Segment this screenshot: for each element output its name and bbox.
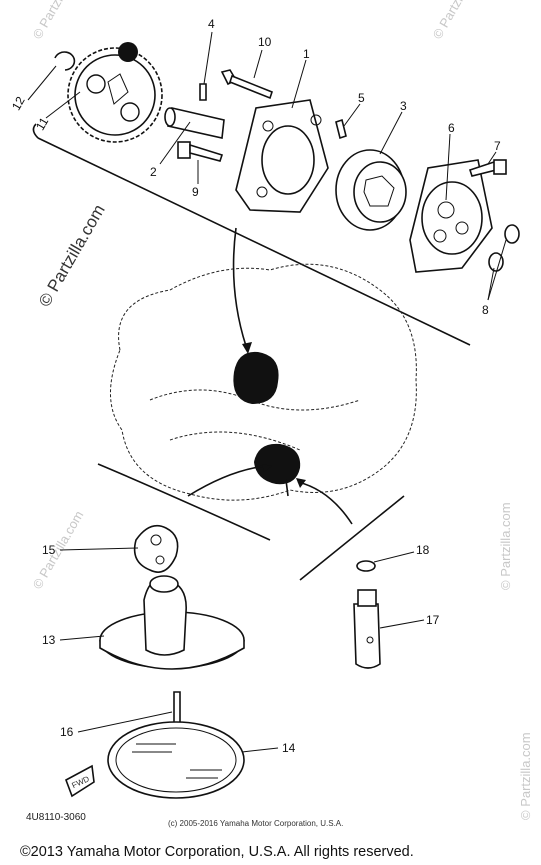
callout-4: 4: [208, 17, 215, 31]
long-bolt: [220, 69, 273, 100]
watermark-top-left: © Partzilla.com: [30, 0, 87, 42]
callout-3: 3: [400, 99, 407, 113]
pump-housing: [235, 99, 329, 213]
outer-rotor: [335, 149, 407, 231]
callout-15: 15: [42, 543, 56, 557]
pump-shaft: [164, 107, 225, 139]
watermark-mid-right: © Partzilla.com: [498, 502, 513, 590]
callout-18: 18: [416, 543, 430, 557]
watermark-top-right: © Partzilla.com: [430, 0, 487, 42]
pump-location-blob: [233, 351, 279, 404]
dowel-pin: [199, 83, 207, 101]
callout-1: 1: [303, 47, 310, 61]
callout-8: 8: [482, 303, 489, 317]
footer-copyright: ©2013 Yamaha Motor Corporation, U.S.A. A…: [20, 844, 414, 860]
locating-pin: [335, 118, 347, 140]
engine-outline: [110, 227, 417, 501]
pump-drive-gear: [67, 42, 163, 143]
relief-valve: [353, 589, 381, 669]
callout-2: 2: [150, 165, 157, 179]
circlip: [54, 51, 76, 71]
watermark-bottom-right: © Partzilla.com: [518, 732, 533, 820]
o-rings: [488, 224, 520, 272]
strainer-screen: [107, 721, 245, 799]
small-copyright: (c) 2005-2016 Yamaha Motor Corporation, …: [168, 819, 343, 828]
lower-leaders: [59, 547, 425, 753]
callout-12: 12: [9, 94, 28, 113]
upper-panel: [27, 31, 520, 346]
cover-screw: [468, 159, 507, 177]
oil-strainer: [99, 575, 245, 670]
callout-6: 6: [448, 121, 455, 135]
lower-panels: FWD: [59, 463, 425, 799]
short-bolt: [177, 141, 224, 162]
diagram-code: 4U8110-3060: [26, 812, 86, 823]
callout-labels: 1 2 3 4 5 6 7 8 9 10 11 12 13 14 15 16 1…: [9, 17, 501, 755]
callout-10: 10: [258, 35, 272, 49]
callout-16: 16: [60, 725, 74, 739]
callout-13: 13: [42, 633, 56, 647]
front-direction-arrow: FWD: [65, 764, 95, 798]
upper-leaders: [27, 31, 507, 301]
strainer-gasket: [133, 524, 179, 573]
pump-cover: [409, 159, 493, 273]
callout-11: 11: [33, 115, 52, 133]
relief-valve-o-ring: [356, 560, 376, 572]
callout-17: 17: [426, 613, 440, 627]
callout-5: 5: [358, 91, 365, 105]
callout-14: 14: [282, 741, 296, 755]
strainer-location-blob: [254, 443, 301, 485]
watermark-main: © Partzilla.com: [35, 201, 109, 310]
callout-7: 7: [494, 139, 501, 153]
callout-9: 9: [192, 185, 199, 199]
